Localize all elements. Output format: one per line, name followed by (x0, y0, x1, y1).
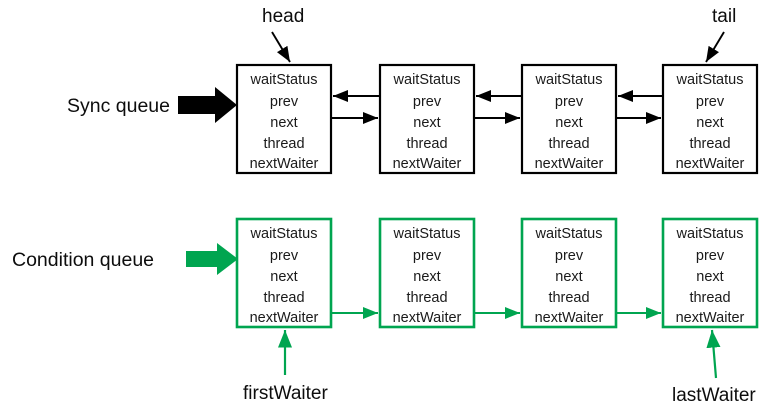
head-pointer-arrow (271, 31, 291, 63)
condition-node-2-field-nextwaiter: nextWaiter (393, 310, 462, 326)
sync-node-3[interactable]: waitStatus prev next thread nextWaiter (520, 63, 618, 175)
condition-queue-block-arrow (186, 243, 238, 275)
sync-node-2[interactable]: waitStatus prev next thread nextWaiter (378, 63, 476, 175)
condition-node-3-field-thread: thread (548, 290, 589, 306)
condition-node-1-field-waitstatus: waitStatus (250, 226, 318, 242)
condition-node-1-field-thread: thread (263, 290, 304, 306)
sync-node-1-field-thread: thread (263, 136, 304, 152)
condition-node-4-field-next: next (696, 269, 723, 285)
head-pointer-label: head (262, 6, 304, 27)
lastwaiter-pointer-arrow (706, 329, 721, 379)
sync-node-4-field-next: next (696, 115, 723, 131)
sync-node-1-field-waitstatus: waitStatus (250, 72, 318, 88)
condition-node-1[interactable]: waitStatus prev next thread nextWaiter (235, 217, 333, 329)
condition-node-3-field-nextwaiter: nextWaiter (535, 310, 604, 326)
tail-pointer-label: tail (712, 6, 736, 27)
sync-node-2-field-waitstatus: waitStatus (393, 72, 461, 88)
condition-node-1-field-next: next (270, 269, 297, 285)
sync-node-4-field-thread: thread (689, 136, 730, 152)
condition-node-4-field-prev: prev (696, 248, 725, 264)
condition-node-3[interactable]: waitStatus prev next thread nextWaiter (520, 217, 618, 329)
tail-pointer-arrow (705, 31, 725, 63)
condition-node-4-field-thread: thread (689, 290, 730, 306)
sync-queue-block-arrow (178, 87, 237, 123)
firstwaiter-pointer-label: firstWaiter (243, 383, 328, 404)
condition-node-3-field-next: next (555, 269, 582, 285)
condition-node-2-field-thread: thread (406, 290, 447, 306)
sync-node-2-field-prev: prev (413, 94, 442, 110)
sync-queue-label: Sync queue (67, 95, 170, 117)
condition-node-4-field-waitstatus: waitStatus (676, 226, 744, 242)
sync-node-4-field-prev: prev (696, 94, 725, 110)
sync-node-2-field-next: next (413, 115, 440, 131)
sync-node-4-field-waitstatus: waitStatus (676, 72, 744, 88)
sync-node-4-field-nextwaiter: nextWaiter (676, 156, 745, 172)
sync-node-2-field-nextwaiter: nextWaiter (393, 156, 462, 172)
sync-node-1-field-next: next (270, 115, 297, 131)
condition-node-1-field-prev: prev (270, 248, 299, 264)
sync-node-2-field-thread: thread (406, 136, 447, 152)
sync-node-3-field-next: next (555, 115, 582, 131)
condition-node-1-field-nextwaiter: nextWaiter (250, 310, 319, 326)
condition-node-3-field-waitstatus: waitStatus (535, 226, 603, 242)
condition-node-2-field-prev: prev (413, 248, 442, 264)
sync-node-4[interactable]: waitStatus prev next thread nextWaiter (661, 63, 759, 175)
sync-node-3-field-thread: thread (548, 136, 589, 152)
sync-node-3-field-nextwaiter: nextWaiter (535, 156, 604, 172)
condition-node-2-field-next: next (413, 269, 440, 285)
condition-node-4[interactable]: waitStatus prev next thread nextWaiter (661, 217, 759, 329)
condition-node-2[interactable]: waitStatus prev next thread nextWaiter (378, 217, 476, 329)
sync-node-3-field-waitstatus: waitStatus (535, 72, 603, 88)
condition-queue-label: Condition queue (12, 249, 154, 271)
condition-node-4-field-nextwaiter: nextWaiter (676, 310, 745, 326)
condition-node-2-field-waitstatus: waitStatus (393, 226, 461, 242)
condition-node-3-field-prev: prev (555, 248, 584, 264)
sync-node-1-field-nextwaiter: nextWaiter (250, 156, 319, 172)
sync-node-1-field-prev: prev (270, 94, 299, 110)
sync-node-1[interactable]: waitStatus prev next thread nextWaiter (235, 63, 333, 175)
lastwaiter-pointer-label: lastWaiter (672, 385, 756, 406)
sync-node-3-field-prev: prev (555, 94, 584, 110)
